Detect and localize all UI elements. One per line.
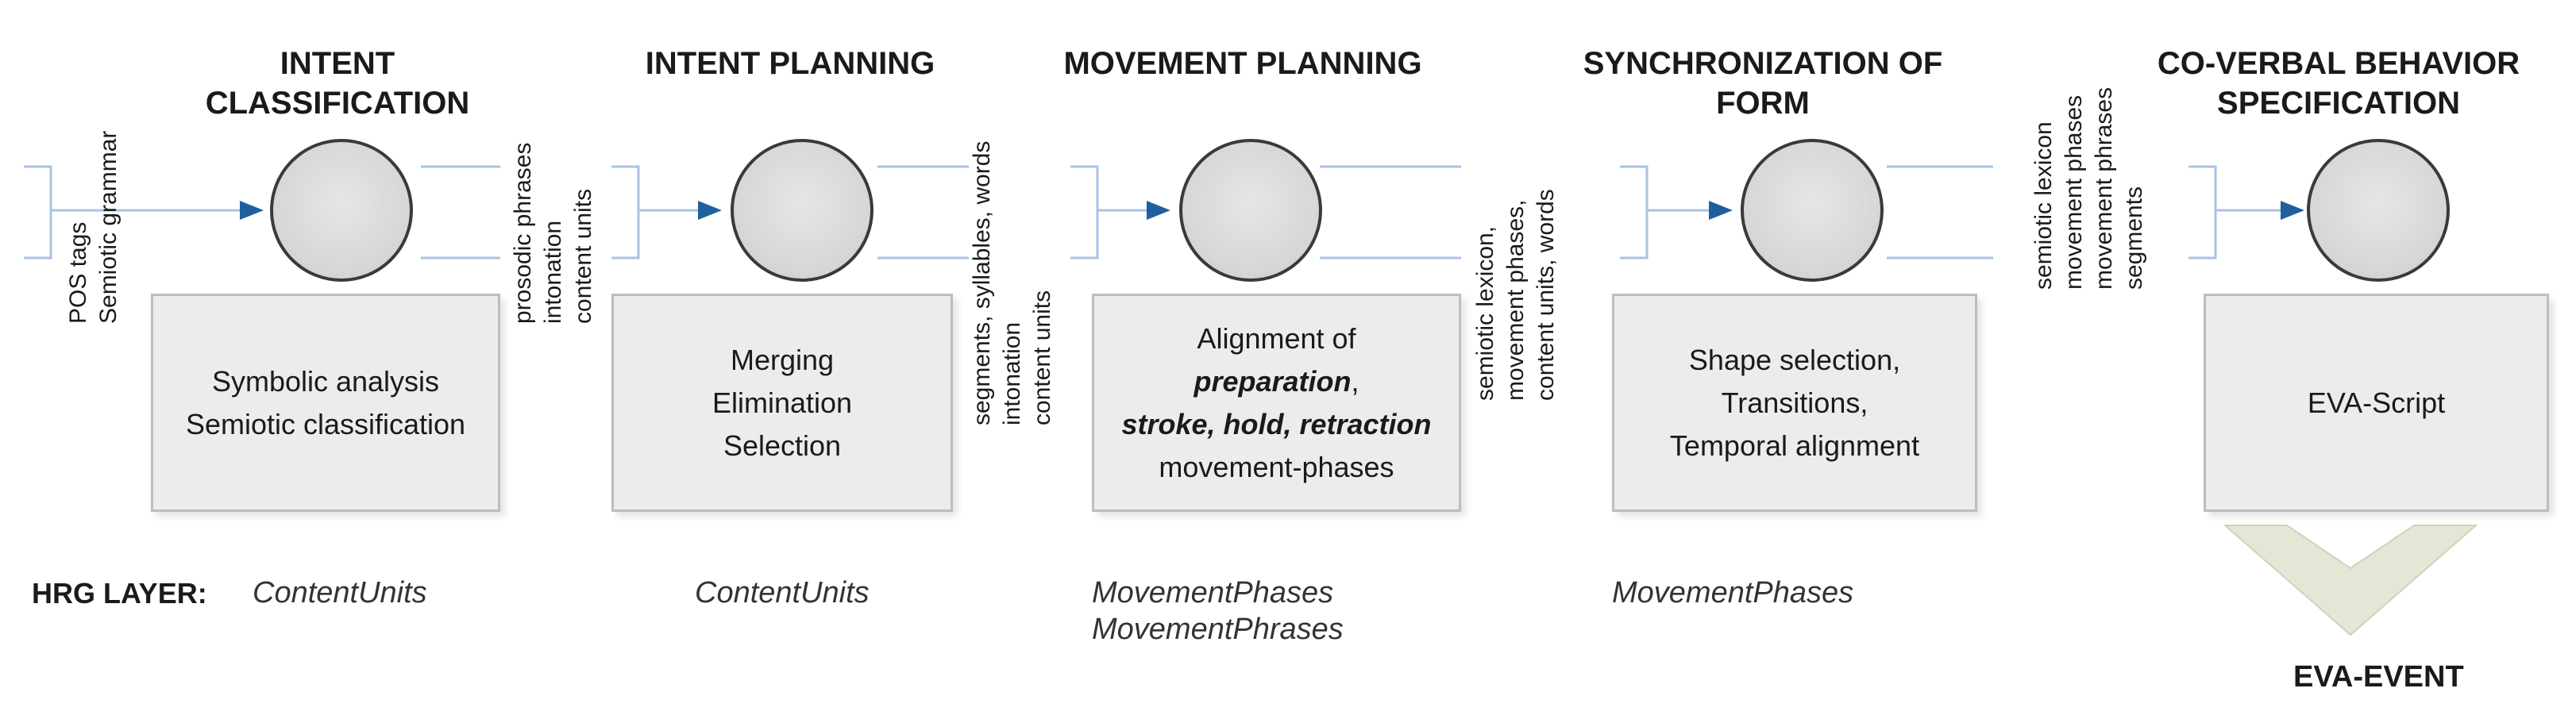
stage-3-hrg-layer: MovementPhases MovementPhrases: [1092, 576, 1344, 646]
hrg-layer-label: HRG LAYER:: [32, 577, 207, 609]
stage-4-box: Shape selection, Transitions, Temporal a…: [1612, 294, 1977, 512]
stage-5-box: EVA-Script: [2204, 294, 2549, 512]
stage-5-box-text: EVA-Script: [2307, 386, 2446, 419]
stage-5-connectors: [2188, 165, 2293, 260]
stage-1-connectors: [24, 165, 500, 260]
stage-1-input-bracket: [24, 165, 52, 260]
output-arrow-icon: [2223, 525, 2478, 636]
stage-2-box-text: Merging Elimination Selection: [711, 343, 853, 462]
stage-3-process-node: [1179, 139, 1322, 282]
stage-1-arrowhead: [240, 201, 264, 220]
stage-2-process-node: [731, 139, 873, 282]
stage-2-hrg-layer: ContentUnits: [695, 576, 870, 609]
output-label: EVA-EVENT: [2293, 660, 2464, 694]
stage-3-input-bracket: [1070, 165, 1099, 260]
stage-5-input-bracket: [2188, 165, 2217, 260]
stage-3-box: Alignment of preparation, stroke, hold, …: [1092, 294, 1461, 512]
stage-1-box-text: Symbolic analysis Semiotic classificatio…: [185, 364, 466, 440]
stage-2-title: INTENT PLANNING: [645, 46, 935, 81]
stage-5-arrowhead: [2281, 201, 2304, 220]
stage-3-connectors: [1070, 165, 1461, 260]
stage-5-input-labels: semiotic lexicon movement phases movemen…: [2030, 87, 2147, 290]
stage-1-process-node: [270, 139, 413, 282]
stage-1-hrg-layer: ContentUnits: [253, 576, 427, 609]
stage-1-input-labels: POS tags Semiotic grammar: [65, 130, 121, 324]
stage-2-arrowhead: [698, 201, 722, 220]
stage-2-input-labels: prosodic phrases intonation content unit…: [510, 142, 596, 324]
stage-4-box-text: Shape selection, Transitions, Temporal a…: [1669, 343, 1920, 462]
stage-5-title: CO-VERBAL BEHAVIOR SPECIFICATION: [2157, 46, 2520, 121]
stage-5-process-node: [2307, 139, 2450, 282]
stage-4-title: SYNCHRONIZATION OF FORM: [1583, 46, 1943, 121]
stage-4-process-node: [1741, 139, 1884, 282]
stage-2-box: Merging Elimination Selection: [611, 294, 953, 512]
stage-3-input-labels: segments, syllables, words intonation co…: [969, 140, 1055, 425]
stage-1-box: Symbolic analysis Semiotic classificatio…: [151, 294, 500, 512]
stage-3-arrowhead: [1147, 201, 1170, 220]
stage-4-hrg-layer: MovementPhases: [1612, 576, 1854, 609]
stage-4-arrowhead: [1709, 201, 1733, 220]
stage-3-box-text: Alignment of preparation, stroke, hold, …: [1121, 321, 1432, 483]
stage-3-title: MOVEMENT PLANNING: [1063, 46, 1422, 81]
stage-1-title: INTENT CLASSIFICATION: [205, 46, 470, 121]
stage-2-input-bracket: [611, 165, 640, 260]
stage-4-input-bracket: [1620, 165, 1649, 260]
stage-4-input-labels: semiotic lexicon, movement phases, conte…: [1472, 189, 1559, 401]
